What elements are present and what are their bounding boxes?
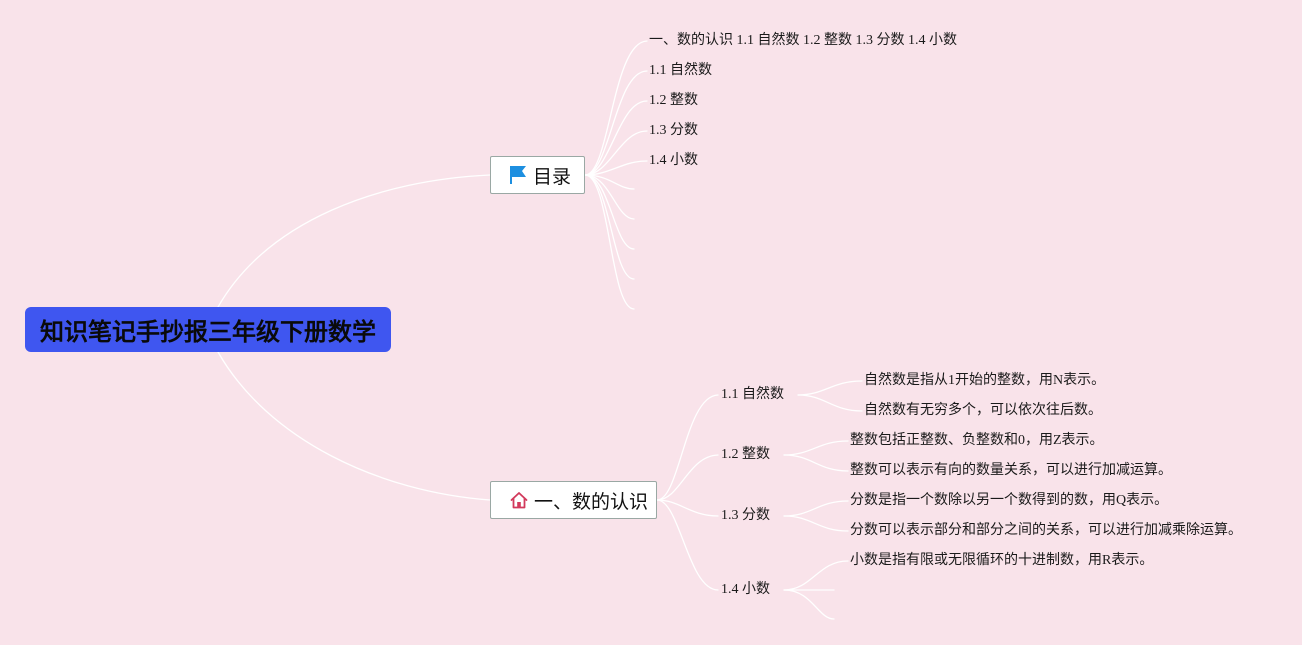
subtopic-integers[interactable]: 1.2 整数 (721, 447, 770, 462)
connector-note-1-1 (797, 380, 863, 396)
toc-item-1-2[interactable]: 1.2 整数 (649, 93, 698, 108)
connector-note-3-2 (783, 515, 849, 532)
home-icon (509, 490, 529, 510)
toc-item-1-4[interactable]: 1.4 小数 (649, 153, 698, 168)
connector-note-3-1 (783, 500, 849, 517)
connector-note-1-2 (797, 394, 863, 412)
branch-toc-label: 目录 (533, 165, 572, 188)
note-decimal-1[interactable]: 小数是指有限或无限循环的十进制数，用R表示。 (850, 553, 1154, 568)
connector-sec-2 (656, 454, 719, 501)
connector-toc-9 (584, 174, 635, 280)
connector-note-2-2 (783, 454, 849, 472)
connector-toc-10 (584, 174, 635, 310)
connector-toc-2 (584, 70, 648, 176)
note-natural-1[interactable]: 自然数是指从1开始的整数，用N表示。 (864, 373, 1106, 388)
subtopic-natural-numbers[interactable]: 1.1 自然数 (721, 387, 784, 402)
connector-toc-7 (584, 174, 635, 220)
branch-section-numbers[interactable]: 一、数的认识 (490, 481, 657, 519)
branch-section-label: 一、数的认识 (534, 490, 649, 513)
connector-sec-4 (656, 499, 719, 591)
connector-root-toc (217, 174, 491, 308)
note-integer-2[interactable]: 整数可以表示有向的数量关系，可以进行加减运算。 (850, 463, 1172, 478)
subtopic-fractions[interactable]: 1.3 分数 (721, 508, 770, 523)
note-integer-1[interactable]: 整数包括正整数、负整数和0，用Z表示。 (850, 433, 1104, 448)
connector-toc-3 (584, 100, 648, 176)
note-natural-2[interactable]: 自然数有无穷多个，可以依次往后数。 (864, 403, 1102, 418)
root-topic[interactable]: 知识笔记手抄报三年级下册数学 (25, 307, 391, 352)
subtopic-decimals[interactable]: 1.4 小数 (721, 582, 770, 597)
connector-note-2-1 (783, 440, 849, 456)
toc-item-overview[interactable]: 一、数的认识 1.1 自然数 1.2 整数 1.3 分数 1.4 小数 (649, 33, 957, 48)
connector-sec-3 (656, 499, 719, 517)
toc-item-1-3[interactable]: 1.3 分数 (649, 123, 698, 138)
flag-icon (508, 165, 528, 185)
root-title: 知识笔记手抄报三年级下册数学 (40, 318, 376, 346)
toc-item-1-1[interactable]: 1.1 自然数 (649, 63, 712, 78)
connector-note-4-3 (783, 589, 835, 620)
branch-toc[interactable]: 目录 (490, 156, 585, 194)
connector-toc-5 (584, 160, 648, 176)
connector-toc-4 (584, 130, 648, 176)
note-fraction-1[interactable]: 分数是指一个数除以另一个数得到的数，用Q表示。 (850, 493, 1169, 508)
note-fraction-2[interactable]: 分数可以表示部分和部分之间的关系，可以进行加减乘除运算。 (850, 523, 1242, 538)
connector-sec-1 (656, 394, 719, 501)
connector-toc-1 (584, 40, 648, 176)
connector-note-4-1 (783, 560, 849, 591)
connector-root-section (217, 351, 491, 501)
